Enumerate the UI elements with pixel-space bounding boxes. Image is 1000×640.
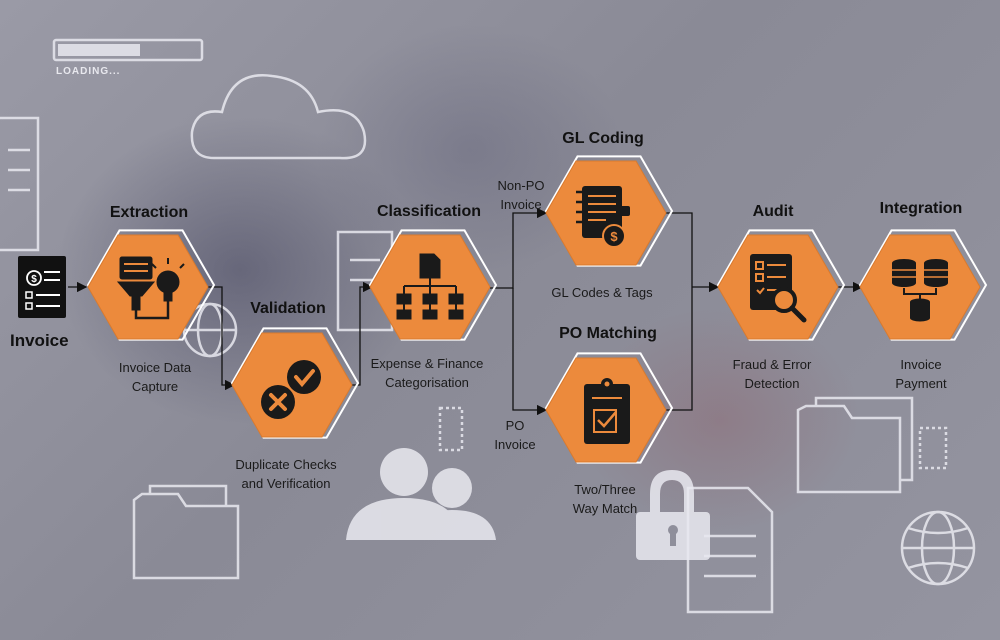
stage-title-classification: Classification <box>376 203 482 220</box>
stage-title-gl-coding: GL Coding <box>562 130 644 147</box>
hexagon-outline-classification <box>368 229 498 341</box>
loading-text: LOADING... <box>56 66 121 77</box>
start-title: Invoice <box>10 331 69 350</box>
stage-caption-gl-coding: GL Codes & Tags <box>551 285 653 300</box>
audit-search-icon <box>750 254 807 323</box>
stage-title-audit: Audit <box>752 203 794 220</box>
stage-title-po-matching: PO Matching <box>559 325 657 342</box>
invoice-document-icon: $ <box>18 256 66 318</box>
hexagon-integration <box>859 234 981 340</box>
hexagon-outline-integration <box>858 229 988 341</box>
cloud-icon <box>190 74 367 160</box>
connector-merge <box>664 212 693 411</box>
hexagon-outline-gl-coding <box>544 155 674 267</box>
connector-classification-glcoding <box>490 207 548 289</box>
check-cross-icon <box>261 360 321 419</box>
hierarchy-icon <box>396 253 464 320</box>
ledger-coin-icon: $ <box>576 186 630 248</box>
clipboard-check-icon <box>584 378 630 444</box>
people-icon <box>346 448 496 540</box>
data-capture-icon <box>116 256 185 320</box>
hexagon-outline-po-matching <box>544 352 674 464</box>
stage-title-extraction: Extraction <box>109 204 189 221</box>
stage-title-integration: Integration <box>879 200 963 217</box>
svg-text:$: $ <box>610 229 618 244</box>
database-icon <box>892 259 948 322</box>
hexagon-outline-extraction <box>86 229 216 341</box>
svg-text:$: $ <box>31 274 37 285</box>
connector-extraction-validation <box>208 286 236 391</box>
hexagon-outline-audit <box>716 229 846 341</box>
connector-classification-pomatching <box>512 288 548 416</box>
stage-title-validation: Validation <box>250 300 326 317</box>
hexagon-outline-validation <box>230 327 360 439</box>
